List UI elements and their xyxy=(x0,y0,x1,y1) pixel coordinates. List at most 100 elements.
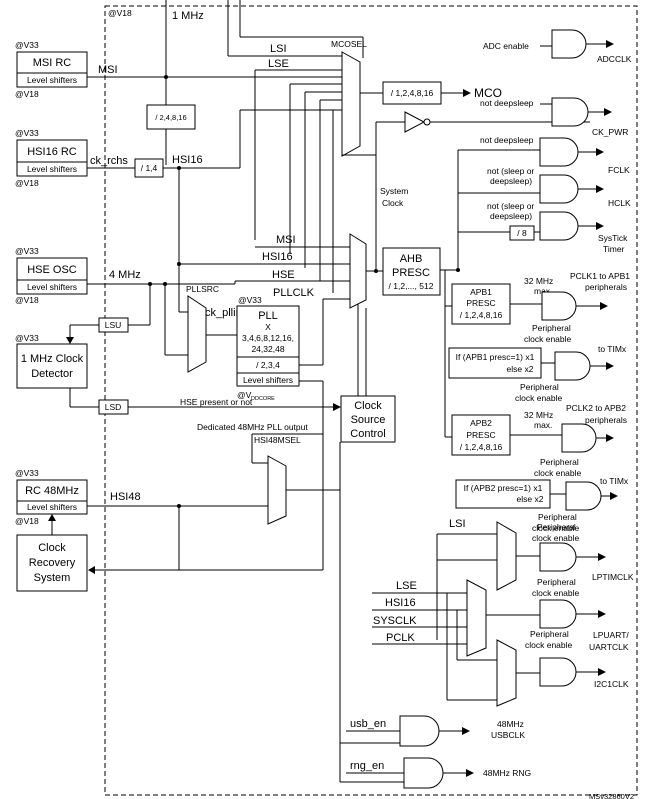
system-clock-label: Clock xyxy=(382,198,404,208)
periph-enable-label: Peripheral xyxy=(530,629,569,639)
hclk-label: HCLK xyxy=(608,198,631,208)
ck-pllin-label: ck_pllin xyxy=(205,307,242,319)
pllsrc-label: PLLSRC xyxy=(186,284,219,294)
to-timx-label: to TIMx xyxy=(598,344,627,354)
lsu-label: LSU xyxy=(105,320,122,330)
rng-en-label: rng_en xyxy=(350,760,384,772)
v18-domain-boundary xyxy=(104,5,638,796)
adc-enable-label: ADC enable xyxy=(483,41,529,51)
pllsrc-mux xyxy=(187,295,207,373)
clock-detector-label: 1 MHz Clock xyxy=(21,353,84,365)
vddcore-sub-label: DDCORE xyxy=(251,396,275,402)
clock-detector-block xyxy=(16,343,88,389)
periph-enable-label: clock enable xyxy=(524,334,572,344)
pclk1-label: peripherals xyxy=(585,282,627,292)
mcosel-mux xyxy=(341,51,361,157)
hsi16-label: HSI16 xyxy=(172,154,203,166)
level-shifters-label: Level shifters xyxy=(27,282,77,292)
and-gate-usb xyxy=(399,715,440,747)
level-shifters-label: Level shifters xyxy=(27,75,77,85)
msi-div-label: / 2,4,8,16 xyxy=(155,113,186,122)
and-gate-i2c1 xyxy=(539,657,577,687)
lsd-label: LSD xyxy=(105,402,122,412)
rc48-label: RC 48MHz xyxy=(25,485,79,497)
clock-recovery-label: Recovery xyxy=(29,557,76,569)
periph-enable-label: clock enable xyxy=(515,393,563,403)
and-gate-pclk2 xyxy=(561,423,597,453)
level-shifters-label: Level shifters xyxy=(243,375,293,385)
inverter-bubble xyxy=(423,118,431,126)
apb2-timx-mult-block xyxy=(455,479,551,509)
level-shifters-label: Level shifters xyxy=(27,502,77,512)
apb2-32mhz-label: 32 MHz xyxy=(524,410,553,420)
ahb-presc-label: AHB xyxy=(400,253,423,265)
rc48-block xyxy=(16,479,88,515)
lsi-bottom-label: LSI xyxy=(449,518,466,530)
ck-pwr-label: CK_PWR xyxy=(592,127,628,137)
apb2-presc-label: / 1,2,4,8,16 xyxy=(460,442,503,452)
pllclk-label: PLLCLK xyxy=(273,287,315,299)
pll-label: PLL xyxy=(258,310,278,322)
pll-mult-label: 3,4,6,8,12,16, xyxy=(242,333,294,343)
clock-source-control-label: Control xyxy=(350,428,385,440)
clock-recovery-label: Clock xyxy=(38,542,66,554)
not-sleep-label: not (sleep or xyxy=(487,166,534,176)
hse-osc-label: HSE OSC xyxy=(27,264,77,276)
v33-pll-label: @V33 xyxy=(238,295,262,305)
pll-mult-label: 24,32,48 xyxy=(251,344,284,354)
fclk-label: FCLK xyxy=(608,165,630,175)
clock-recovery-label: System xyxy=(34,572,71,584)
usbclk-label: USBCLK xyxy=(491,730,525,740)
apb1-presc-label: / 1,2,4,8,16 xyxy=(460,310,503,320)
ahb-presc-block xyxy=(382,247,441,296)
periph-enable-label: Peripheral xyxy=(532,323,571,333)
and-gate-tim-apb2 xyxy=(565,481,602,511)
lpuart-mux xyxy=(466,579,487,657)
four-mhz-label: 4 MHz xyxy=(109,269,141,281)
lse-bottom-label: LSE xyxy=(396,580,417,592)
usbclk-label: 48MHz xyxy=(497,719,524,729)
hsi16-sys-label: HSI16 xyxy=(262,251,293,263)
inverter-gate xyxy=(404,111,426,133)
apb2-presc-block xyxy=(451,414,511,456)
periph-enable-label: clock enable xyxy=(525,640,573,650)
apb1-presc-label: APB1 xyxy=(470,287,492,297)
hsi48-label: HSI48 xyxy=(110,491,141,503)
hse-present-label: HSE present or not xyxy=(180,397,253,407)
and-gate-ck-pwr xyxy=(551,97,589,127)
msi-signal-label: MSI xyxy=(98,64,118,76)
hsi48msel-mux xyxy=(267,455,287,525)
and-gate-fclk xyxy=(539,137,579,167)
usb-en-label: usb_en xyxy=(350,718,386,730)
clock-source-control-label: Source xyxy=(351,414,386,426)
v18-label: @V18 xyxy=(15,89,39,99)
periph-enable-label: Peripheral xyxy=(540,457,579,467)
clock-source-control-block xyxy=(340,395,396,443)
hsi16-bottom-label: HSI16 xyxy=(385,597,416,609)
to-timx-label: to TIMx xyxy=(600,476,629,486)
and-gate-systick xyxy=(539,211,579,241)
periph-enable-label: Peripheral xyxy=(537,522,576,532)
and-gate-lptim xyxy=(539,542,577,572)
lpuart-label: UARTCLK xyxy=(589,642,629,652)
mcosel-label: MCOSEL xyxy=(331,39,367,49)
mco-label: MCO xyxy=(474,86,502,100)
apb2-timx-mult-label: else x2 xyxy=(517,494,544,504)
adcclk-label: ADCCLK xyxy=(597,54,632,64)
apb1-timx-mult-label: If (APB1 presc=1) x1 xyxy=(456,352,535,362)
i2c1-mux xyxy=(496,639,517,707)
and-gate-rng xyxy=(403,757,444,789)
and-gate-adcclk xyxy=(551,29,587,59)
sysclk-label: SYSCLK xyxy=(373,615,417,627)
apb2-timx-mult-label: If (APB2 presc=1) x1 xyxy=(464,483,543,493)
one-mhz-label: 1 MHz xyxy=(172,10,204,22)
lse-label: LSE xyxy=(268,58,289,70)
lptimclk-label: LPTIMCLK xyxy=(592,572,634,582)
systick-div8-label: / 8 xyxy=(517,228,527,238)
clock-recovery-block xyxy=(16,534,88,592)
vddcore-label: @V xyxy=(237,390,252,400)
ahb-presc-label: PRESC xyxy=(392,267,430,279)
v33-label: @V33 xyxy=(15,40,39,50)
v33-label: @V33 xyxy=(15,128,39,138)
